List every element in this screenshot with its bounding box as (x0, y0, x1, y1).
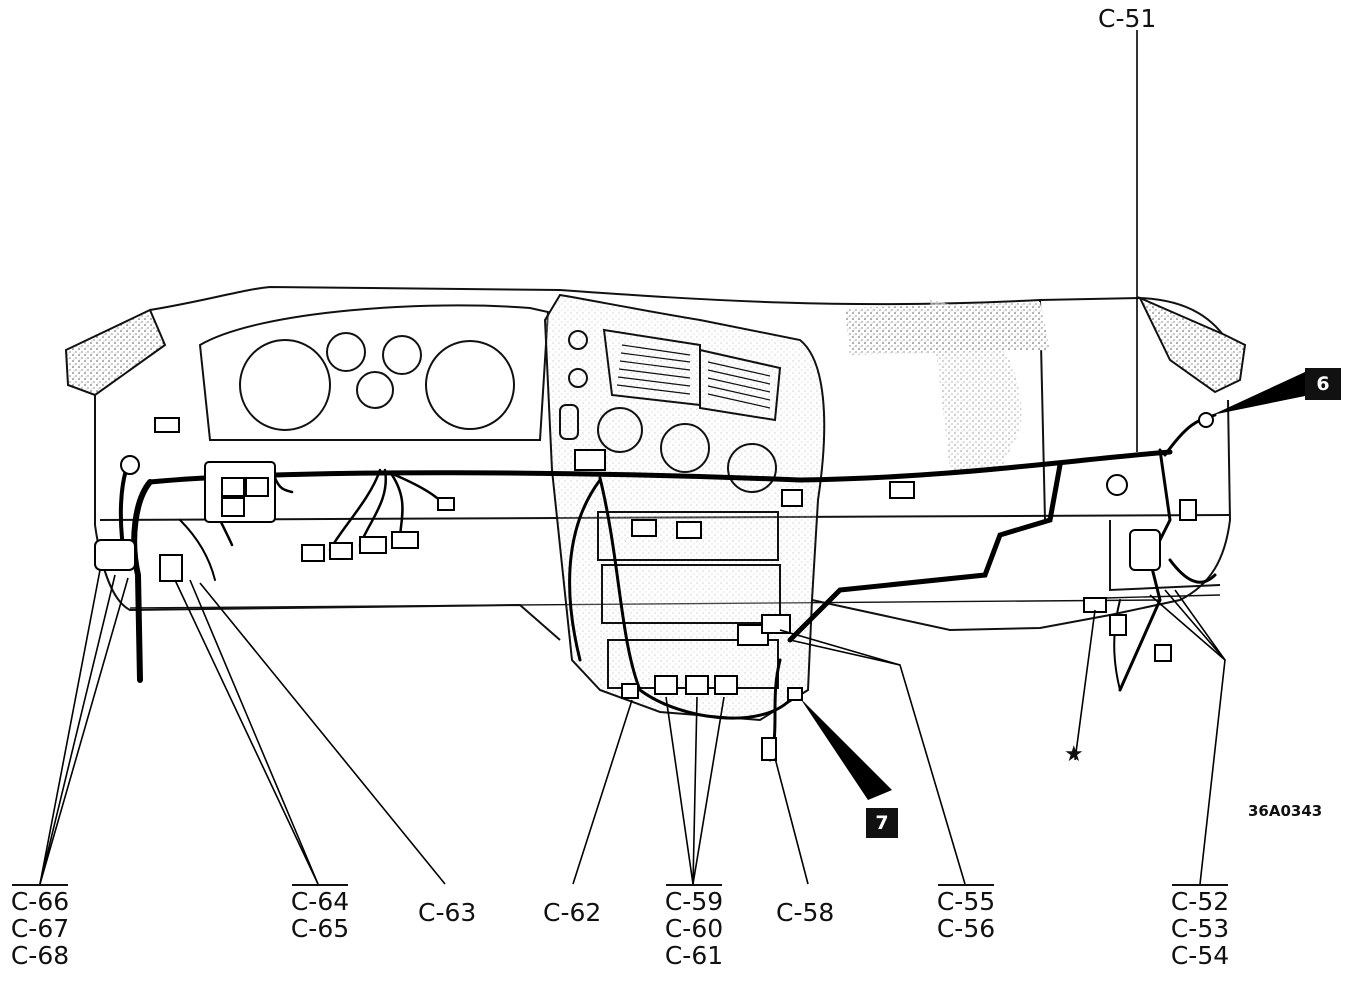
callout-c54: C-54 (1170, 941, 1230, 970)
callout-c60: C-60 (664, 914, 724, 943)
callout-c64: C-64 (290, 887, 350, 916)
callout-c59: C-59 (664, 887, 724, 916)
figure-code: 36A0343 (1248, 802, 1323, 820)
callout-group-c59-c61: C-59 C-60 C-61 (660, 884, 728, 969)
tag-6-pointer (1212, 372, 1305, 415)
connectors (94, 412, 1214, 761)
dashboard-outline (64, 285, 1247, 722)
callout-c65: C-65 (290, 914, 350, 943)
callout-c56: C-56 (936, 914, 996, 943)
callout-group-c66-c68: C-66 C-67 C-68 (6, 884, 74, 969)
callout-c61: C-61 (664, 941, 724, 970)
group-bar (292, 884, 348, 886)
callout-c55: C-55 (936, 887, 996, 916)
callout-c67: C-67 (10, 914, 70, 943)
star-marker: ★ (1064, 742, 1084, 767)
callout-group-c55-c56: C-55 C-56 (932, 884, 1000, 942)
tag-7: 7 (866, 808, 898, 838)
leader-lines (39, 30, 1226, 885)
callout-group-c52-c54: C-52 C-53 C-54 (1166, 884, 1234, 969)
group-bar (666, 884, 722, 886)
callout-c52: C-52 (1170, 887, 1230, 916)
callout-group-c64-c65: C-64 C-65 (286, 884, 354, 942)
callout-c63: C-63 (418, 898, 477, 927)
callout-c53: C-53 (1170, 914, 1230, 943)
tag-7-pointer (800, 698, 892, 800)
callout-c58: C-58 (776, 898, 835, 927)
callout-c66: C-66 (10, 887, 70, 916)
group-bar (1172, 884, 1228, 886)
group-bar (12, 884, 68, 886)
tag-6: 6 (1305, 368, 1341, 400)
callout-c68: C-68 (10, 941, 70, 970)
callout-c62: C-62 (543, 898, 602, 927)
callout-c51: C-51 (1098, 4, 1157, 33)
group-bar (938, 884, 994, 886)
